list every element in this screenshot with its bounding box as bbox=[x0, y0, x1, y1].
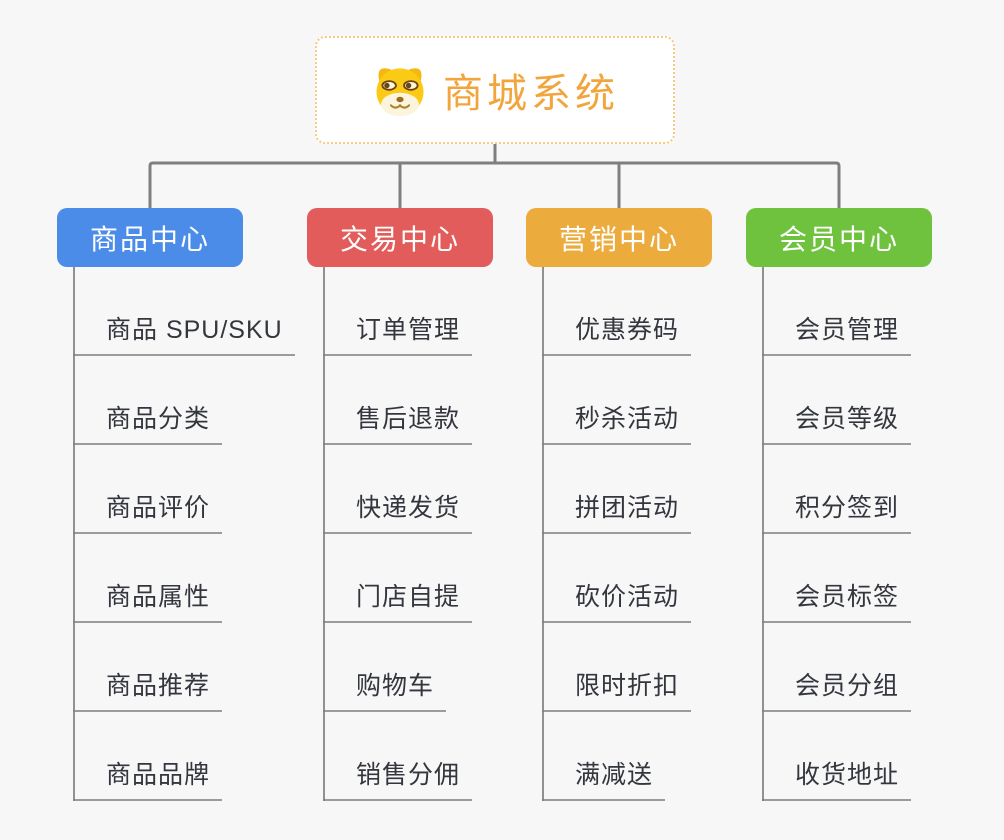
branch-topic-label: 交易中心 bbox=[339, 223, 460, 255]
subtopic-label[interactable]: 快递发货 bbox=[323, 488, 473, 534]
subtopic: 秒杀活动 bbox=[542, 356, 782, 445]
branch-topic-label: 会员中心 bbox=[778, 223, 899, 255]
subtopic-label[interactable]: 砍价活动 bbox=[542, 577, 692, 623]
subtopic-label[interactable]: 销售分佣 bbox=[323, 755, 473, 801]
subtopic-label[interactable]: 商品推荐 bbox=[73, 666, 223, 712]
subtopic: 限时折扣 bbox=[542, 623, 782, 712]
subtopic: 销售分佣 bbox=[323, 712, 563, 801]
subtopic-label[interactable]: 积分签到 bbox=[762, 488, 912, 534]
subtopic: 会员等级 bbox=[762, 356, 1002, 445]
subtopic: 会员标签 bbox=[762, 534, 1002, 623]
subtopic-label[interactable]: 秒杀活动 bbox=[542, 399, 692, 445]
subtopic-label[interactable]: 收货地址 bbox=[762, 755, 912, 801]
subtopic-label[interactable]: 门店自提 bbox=[323, 577, 473, 623]
subtopic: 商品 SPU/SKU bbox=[73, 267, 313, 356]
subtopic: 收货地址 bbox=[762, 712, 1002, 801]
subtopic: 商品属性 bbox=[73, 534, 313, 623]
subtopic-label[interactable]: 售后退款 bbox=[323, 399, 473, 445]
subtopic: 商品评价 bbox=[73, 445, 313, 534]
subtopic-label[interactable]: 限时折扣 bbox=[542, 666, 692, 712]
subtopic-label[interactable]: 满减送 bbox=[542, 755, 666, 801]
branch-topic-trade-center[interactable]: 交易中心 bbox=[307, 208, 493, 267]
subtopic-label[interactable]: 订单管理 bbox=[323, 310, 473, 356]
subtopic-label[interactable]: 商品评价 bbox=[73, 488, 223, 534]
subtopic-column-trade-center: 订单管理 售后退款 快递发货 门店自提 购物车 销售分佣 bbox=[323, 267, 563, 801]
subtopic: 砍价活动 bbox=[542, 534, 782, 623]
subtopic: 快递发货 bbox=[323, 445, 563, 534]
column-connector-line bbox=[323, 267, 325, 801]
subtopic: 满减送 bbox=[542, 712, 782, 801]
crossbar-line bbox=[148, 161, 841, 211]
branch-topic-product-center[interactable]: 商品中心 bbox=[57, 208, 243, 267]
branch-topic-label: 商品中心 bbox=[89, 223, 210, 255]
subtopic-label[interactable]: 拼团活动 bbox=[542, 488, 692, 534]
subtopic: 售后退款 bbox=[323, 356, 563, 445]
column-connector-line bbox=[762, 267, 764, 801]
subtopic: 购物车 bbox=[323, 623, 563, 712]
doge-icon bbox=[376, 68, 424, 117]
subtopic-label[interactable]: 购物车 bbox=[323, 666, 447, 712]
branch-topic-marketing-center[interactable]: 营销中心 bbox=[526, 208, 712, 267]
column-connector-line bbox=[73, 267, 75, 801]
subtopic-label[interactable]: 会员标签 bbox=[762, 577, 912, 623]
subtopic-label[interactable]: 会员分组 bbox=[762, 666, 912, 712]
subtopic-label[interactable]: 会员管理 bbox=[762, 310, 912, 356]
root-topic-label: 商城系统 bbox=[443, 72, 619, 116]
subtopic-label[interactable]: 会员等级 bbox=[762, 399, 912, 445]
subtopic: 拼团活动 bbox=[542, 445, 782, 534]
subtopic: 会员分组 bbox=[762, 623, 1002, 712]
subtopic: 优惠券码 bbox=[542, 267, 782, 356]
column-connector-line bbox=[542, 267, 544, 801]
subtopic-label[interactable]: 商品品牌 bbox=[73, 755, 223, 801]
subtopic: 商品推荐 bbox=[73, 623, 313, 712]
subtopic-label[interactable]: 优惠券码 bbox=[542, 310, 692, 356]
branch-topic-label: 营销中心 bbox=[558, 223, 679, 255]
subtopic-column-member-center: 会员管理 会员等级 积分签到 会员标签 会员分组 收货地址 bbox=[762, 267, 1002, 801]
subtopic: 商品品牌 bbox=[73, 712, 313, 801]
branch-topic-member-center[interactable]: 会员中心 bbox=[746, 208, 932, 267]
subtopic: 订单管理 bbox=[323, 267, 563, 356]
subtopic: 门店自提 bbox=[323, 534, 563, 623]
subtopic: 积分签到 bbox=[762, 445, 1002, 534]
subtopic-label[interactable]: 商品属性 bbox=[73, 577, 223, 623]
subtopic: 商品分类 bbox=[73, 356, 313, 445]
subtopic: 会员管理 bbox=[762, 267, 1002, 356]
subtopic-column-product-center: 商品 SPU/SKU 商品分类 商品评价 商品属性 商品推荐 商品品牌 bbox=[73, 267, 313, 801]
root-topic[interactable]: 商城系统 bbox=[315, 36, 675, 144]
subtopic-label[interactable]: 商品分类 bbox=[73, 399, 223, 445]
subtopic-column-marketing-center: 优惠券码 秒杀活动 拼团活动 砍价活动 限时折扣 满减送 bbox=[542, 267, 782, 801]
subtopic-label[interactable]: 商品 SPU/SKU bbox=[73, 310, 295, 356]
